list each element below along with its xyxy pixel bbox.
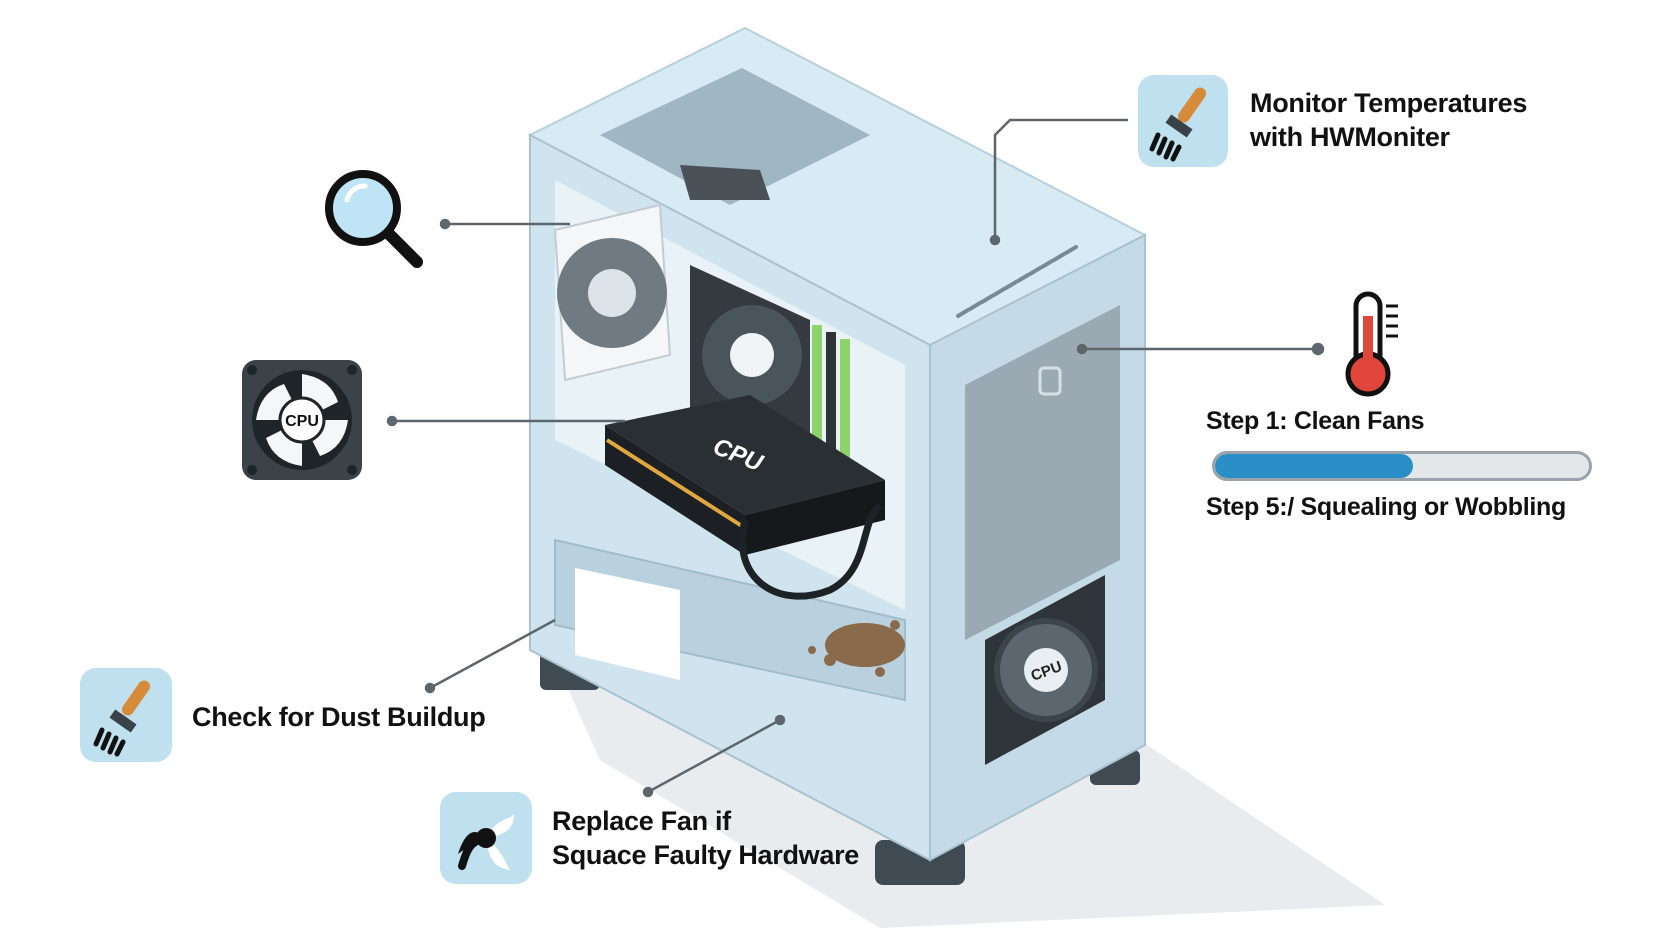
- thermometer-icon: [1345, 291, 1398, 397]
- top-vent-opening: [600, 68, 870, 205]
- dust-buildup: [825, 623, 905, 667]
- front-panel: [965, 305, 1120, 640]
- callout-monitor-line1: Monitor Temperatures: [1250, 88, 1528, 118]
- cpu-fan-icon: CPU: [242, 360, 362, 480]
- fan-blade-icon: [458, 814, 514, 870]
- ram-stick: [812, 325, 822, 475]
- brush-icon-tile-left: [80, 668, 172, 762]
- callout-dust: Check for Dust Buildup: [192, 702, 486, 732]
- magnifier-icon: [325, 170, 423, 268]
- brush-icon-tile-top: [1138, 75, 1228, 167]
- callout-replace-line1: Replace Fan if: [552, 806, 731, 836]
- brush-icon: [93, 680, 151, 757]
- fan-blade-icon-tile: [440, 792, 532, 884]
- cpu-fan-text: CPU: [285, 413, 319, 430]
- callout-step5: Step 5:/ Squealing or Wobbling: [1206, 493, 1566, 521]
- callout-replace-line2: Squace Faulty Hardware: [552, 840, 860, 870]
- gpu-card: [605, 395, 885, 515]
- callout-monitor-line2: with HWMoniter: [1250, 122, 1450, 152]
- top-vent-slits: [956, 245, 1078, 318]
- progress-fill: [1215, 454, 1414, 478]
- callout-step1: Step 1: Clean Fans: [1206, 407, 1425, 435]
- brush-icon: [1149, 87, 1207, 162]
- progress-bar: [1212, 451, 1592, 481]
- power-cable: [738, 502, 883, 600]
- leader-lines: [386, 118, 1325, 798]
